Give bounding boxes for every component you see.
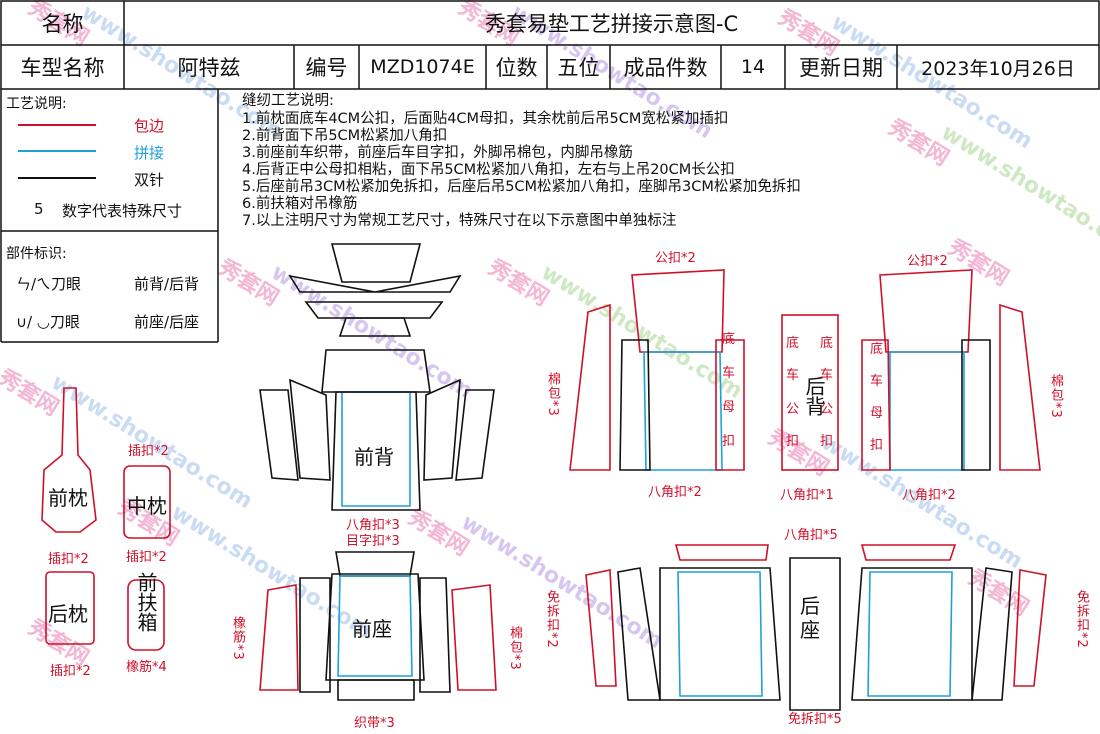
kou-char: 扣 bbox=[870, 438, 884, 453]
front-pillow-label: 前枕 bbox=[48, 486, 88, 510]
mu-char: 母 bbox=[870, 406, 884, 421]
di-char: 底 bbox=[786, 336, 800, 351]
che-char: 车 bbox=[820, 368, 834, 383]
legend-item-splice: 拼接 bbox=[134, 144, 165, 162]
parts-row1-text: 前背/后背 bbox=[134, 275, 200, 293]
note-line: 3.前座前车织带，前座后车目字扣，外脚吊棉包，内脚吊橡筋 bbox=[242, 145, 633, 161]
mid-pillow-clip-bottom-label: 插扣*2 bbox=[126, 550, 167, 565]
armrest-label: 前扶箱 bbox=[134, 572, 158, 632]
legend-item-double-needle: 双针 bbox=[134, 171, 165, 189]
note-line: 4.后背正中公母扣相粘，面下吊5CM松紧加八角扣，左右与上吊20CM长公扣 bbox=[242, 162, 735, 178]
rear-pillow-clip-label: 插扣*2 bbox=[50, 664, 91, 679]
front-seat-label: 前座 bbox=[352, 617, 392, 641]
legend-size-number: 5 bbox=[34, 200, 44, 218]
parts-row1-symbol: ㄣ/ㄟ刀眼 bbox=[16, 275, 82, 293]
date-label: 更新日期 bbox=[799, 56, 883, 80]
rear-back-right-cotton-label: 棉包*3 bbox=[1048, 374, 1063, 419]
armrest-rubber-label: 橡筋*4 bbox=[126, 660, 167, 675]
front-back-octa-label: 八角扣*3 bbox=[346, 518, 400, 533]
mid-pillow-clip-label: 插扣*2 bbox=[128, 444, 169, 459]
di-char: 底 bbox=[870, 342, 884, 357]
rear-seat-label: 后 bbox=[800, 594, 820, 618]
code-value: MZD1074E bbox=[370, 56, 475, 78]
rear-back-right-snap-label: 公扣*2 bbox=[907, 254, 948, 269]
front-back-label: 前背 bbox=[354, 445, 394, 469]
rear-back-left-cotton-label: 棉包*3 bbox=[545, 372, 560, 417]
rear-back-left-octa-label: 八角扣*2 bbox=[648, 485, 702, 500]
rear-seat-label-2: 座 bbox=[800, 618, 820, 642]
rear-back-label: 后背 bbox=[802, 376, 826, 416]
legend-item-binding: 包边 bbox=[134, 117, 165, 135]
front-pillow-clip-label: 插扣*2 bbox=[48, 552, 89, 567]
front-seat-cotton-label: 棉包*3 bbox=[507, 626, 522, 671]
rear-seat-octa-label: 八角扣*5 bbox=[784, 528, 838, 543]
notes-title: 缝纫工艺说明: bbox=[242, 93, 334, 109]
che-char: 车 bbox=[786, 368, 800, 383]
code-label: 编号 bbox=[305, 56, 348, 80]
seat-label: 位数 bbox=[495, 56, 538, 80]
di-char: 底 bbox=[820, 336, 834, 351]
parts-title: 部件标识: bbox=[6, 246, 67, 262]
rear-pillow-label: 后枕 bbox=[48, 602, 88, 626]
note-line: 7.以上注明尺寸为常规工艺尺寸，特殊尺寸在以下示意图中单独标注 bbox=[242, 213, 677, 229]
note-line: 1.前枕面底车4CM公扣，后面贴4CM母扣，其余枕前后吊5CM宽松紧加插扣 bbox=[242, 111, 729, 127]
kou-char: 扣 bbox=[820, 434, 834, 449]
model-value: 阿特兹 bbox=[177, 56, 241, 80]
rear-back-left-snap-label: 公扣*2 bbox=[655, 251, 696, 266]
seat-value: 五位 bbox=[557, 56, 600, 80]
model-label: 车型名称 bbox=[20, 56, 105, 80]
rear-seat-free-label: 免拆扣*5 bbox=[788, 712, 842, 727]
gong-char: 公 bbox=[786, 402, 800, 417]
rear-back-right-octa-label: 八角扣*2 bbox=[902, 488, 956, 503]
front-seat-rubber-label: 橡筋*3 bbox=[230, 616, 245, 661]
di-char: 底 bbox=[722, 332, 736, 347]
count-label: 成品件数 bbox=[623, 56, 708, 80]
rear-seat-right-free-label: 免拆扣*2 bbox=[1074, 590, 1089, 649]
kou-char: 扣 bbox=[786, 434, 800, 449]
note-line: 6.前扶箱对吊橡筋 bbox=[242, 196, 358, 212]
page-title: 秀套易垫工艺拼接示意图-C bbox=[484, 12, 739, 36]
legend-size-text: 数字代表特殊尺寸 bbox=[62, 202, 183, 220]
legend-title: 工艺说明: bbox=[6, 96, 67, 112]
parts-row2-text: 前座/后座 bbox=[134, 313, 200, 331]
note-line: 2.前背面下吊5CM松紧加八角扣 bbox=[242, 128, 448, 144]
che-char: 车 bbox=[722, 366, 736, 381]
parts-row2-symbol: ∪/ ◡刀眼 bbox=[16, 313, 80, 331]
che-char: 车 bbox=[870, 374, 884, 389]
front-back-muzi-label: 目字扣*3 bbox=[346, 534, 400, 549]
count-value: 14 bbox=[740, 56, 766, 78]
name-label: 名称 bbox=[41, 12, 84, 36]
mu-char: 母 bbox=[722, 400, 736, 415]
kou-char: 扣 bbox=[722, 434, 736, 449]
front-seat-webbing-label: 织带*3 bbox=[354, 716, 395, 731]
gong-char: 公 bbox=[820, 402, 834, 417]
rear-seat-left-free-label: 免拆扣*2 bbox=[544, 590, 559, 649]
date-value: 2023年10月26日 bbox=[921, 57, 1075, 80]
rear-back-center-octa-label: 八角扣*1 bbox=[780, 488, 834, 503]
note-line: 5.后座前吊3CM松紧加免拆扣，后座后吊5CM松紧加八角扣，座脚吊3CM松紧加免… bbox=[242, 179, 801, 195]
mid-pillow-label: 中枕 bbox=[127, 494, 167, 518]
